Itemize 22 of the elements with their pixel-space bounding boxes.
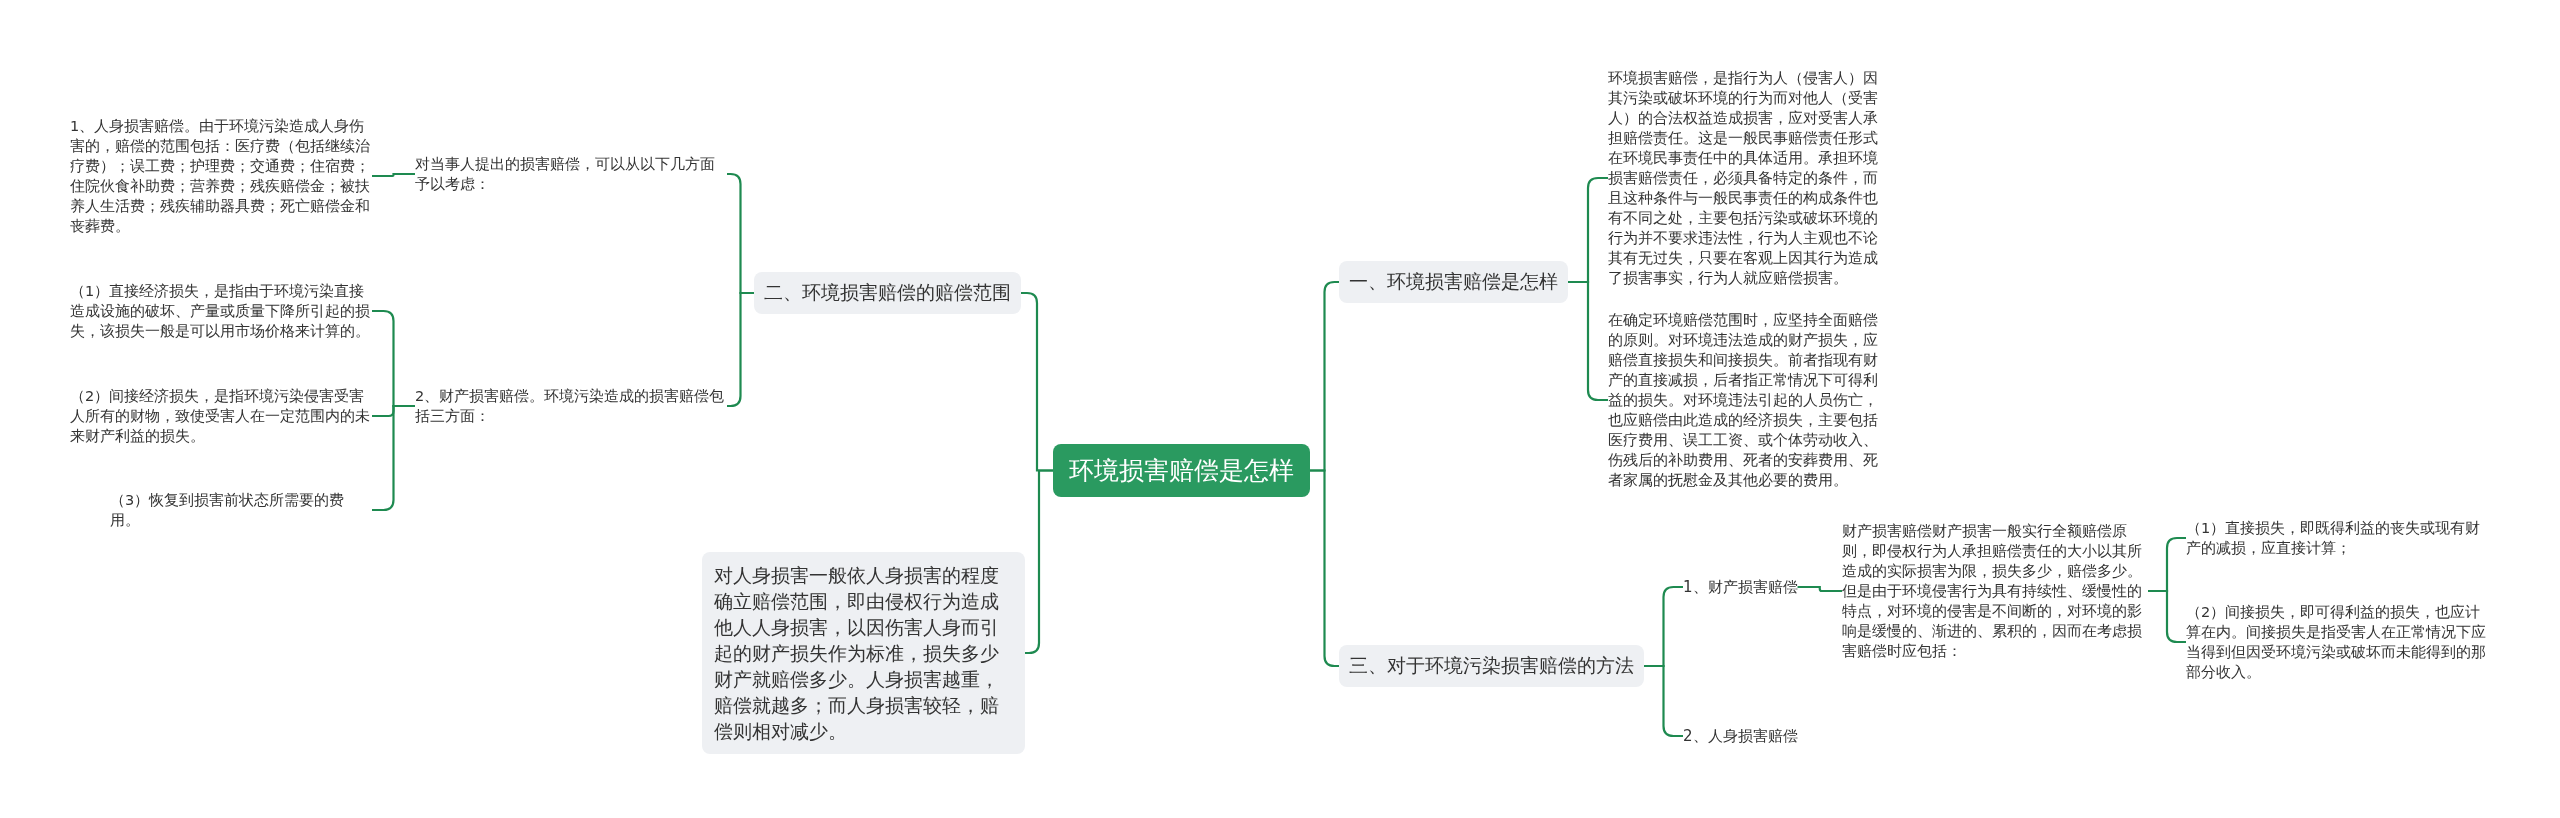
central-topic-box: 环境损害赔偿是怎样 [1053, 444, 1310, 497]
connector-line [2148, 589, 2186, 644]
note-box: 对人身损害一般依人身损害的程度确立赔偿范围，即由侵权行为造成他人人身损害，以因伤害人身而引起的财产损失作为标准，损失多少财产就赔偿多少。人身损害越重，赔偿就越多；而人身损害较轻，赔偿则相对减少。 [702, 552, 1025, 754]
topic-box: 三、对于环境污染损害赔偿的方法 [1339, 645, 1644, 687]
topic-box: 一、环境损害赔偿是怎样 [1339, 261, 1568, 303]
branch-text: 1、人身损害赔偿。由于环境污染造成人身伤害的，赔偿的范围包括：医疗费（包括继续治疗费）；误工费；护理费；交通费；住宿费；住院伙食补助费；营养费；残疾赔偿金；被扶养人生活费；残疾辅助器具费；死亡赔偿金和丧葬费。 [70, 116, 372, 236]
branch-text: （1）直接损失，即既得利益的丧失或现有财产的减损，应直接计算； [2186, 518, 2488, 558]
branch-text: （1）直接经济损失，是指由于环境污染直接造成设施的破坏、产量或质量下降所引起的损失，该损失一般是可以用市场价格来计算的。 [70, 281, 372, 341]
branch-text: 1、财产损害赔偿 [1683, 577, 1798, 597]
branch-text: 2、财产损害赔偿。环境污染造成的损害赔偿包括三方面： [415, 386, 727, 426]
branch-text: （3）恢复到损害前状态所需要的费用。 [110, 490, 372, 530]
branch-text: 对当事人提出的损害赔偿，可以从以下几方面予以考虑： [415, 154, 727, 194]
branch-text: （2）间接经济损失，是指环境污染侵害受害人所有的财物，致使受害人在一定范围内的未来财产利益的损失。 [70, 386, 372, 446]
branch-text: 在确定环境赔偿范围时，应坚持全面赔偿的原则。对环境违法造成的财产损失，应赔偿直接损失和间接损失。前者指现有财产的直接减损，后者指正常情况下可得利益的损失。对环境违法引起的人员伤亡，也应赔偿由此造成的经济损失，主要包括医疗费用、误工工资、或个体劳动收入、伤残后的补助费用、死者的安葬费用、死者家属的抚慰金及其他必要的费用。 [1608, 310, 1883, 490]
branch-text: （2）间接损失，即可得利益的损失，也应计算在内。间接损失是指受害人在正常情况下应当得到但因受环境污染或破坏而未能得到的那部分收入。 [2186, 602, 2488, 682]
topic-box: 二、环境损害赔偿的赔偿范围 [754, 272, 1021, 314]
branch-text: 2、人身损害赔偿 [1683, 726, 1798, 746]
connector-line [1797, 585, 1842, 593]
connector-line [1025, 469, 1053, 655]
branch-text: 环境损害赔偿，是指行为人（侵害人）因其污染或破坏环境的行为而对他人（受害人）的合法权益造成损害，应对受害人承担赔偿责任。这是一般民事赔偿责任形式在环境民事责任中的具体适用。承担环境损害赔偿责任，必须具备特定的条件，而且这种条件与一般民事责任的构成条件也有不同之处，主要包括污染或破坏环境的行为并不要求违法性，行为人主观也不论其有无过失，只要在客观上因其行为造成了损害事实，行为人就应赔偿损害。 [1608, 68, 1883, 288]
connector-line [372, 172, 415, 178]
branch-text: 财产损害赔偿财产损害一般实行全额赔偿原则，即侵权行为人承担赔偿责任的大小以其所造成的实际损害为限，损失多少，赔偿多少。但是由于环境侵害行为具有持续性、缓慢性的特点，对环境的侵害是不间断的，对环境的影响是缓慢的、渐进的、累积的，因而在考虑损害赔偿时应包括： [1842, 521, 2148, 661]
